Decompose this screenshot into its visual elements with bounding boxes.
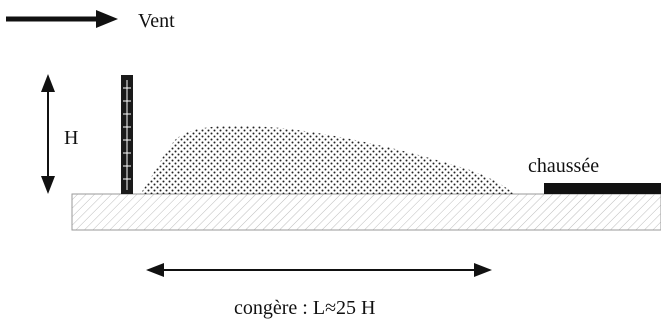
drift-length-dimension: congère : L≈25 H <box>146 263 492 319</box>
road-surface <box>544 183 661 194</box>
road-label: chaussée <box>528 155 599 177</box>
vertical-double-arrow-icon <box>41 74 55 194</box>
ground-slab <box>71 193 661 231</box>
height-dimension: H <box>41 74 78 194</box>
wind-label: Vent <box>138 10 175 32</box>
wind-indicator: Vent <box>6 10 175 32</box>
horizontal-double-arrow-icon <box>146 263 492 277</box>
snow-fence <box>121 75 133 194</box>
height-label: H <box>64 127 78 149</box>
snow-drift <box>140 125 514 194</box>
right-arrow-icon <box>6 10 118 28</box>
drift-length-label: congère : L≈25 H <box>234 297 375 319</box>
